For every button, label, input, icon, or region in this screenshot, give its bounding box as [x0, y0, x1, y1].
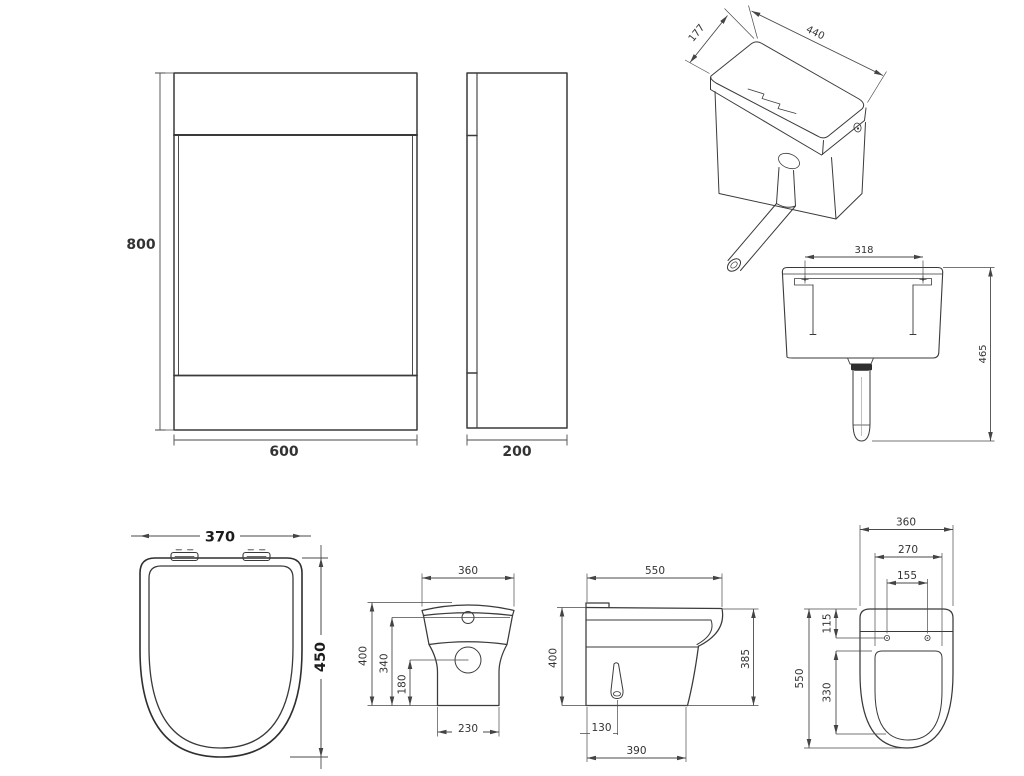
dim-pan-side-base-label: 390: [626, 745, 646, 757]
dim-cistern-width-label: 440: [804, 24, 826, 42]
depth-extension-lines: [684, 8, 755, 74]
dim-pan-rear-height-label: 400: [358, 646, 370, 666]
pan-rear-rim: [421, 604, 515, 617]
dim-pan-side-height-label: 400: [548, 648, 560, 668]
dim-pan-plan-bowl-width-label: 270: [898, 544, 918, 556]
height-extension-lines: [872, 267, 995, 442]
width-extension-lines: [859, 525, 954, 606]
outlet-pipe: [852, 370, 871, 442]
seat-inner-outline: [148, 565, 294, 749]
cistern-inner-rim: [794, 278, 932, 286]
seat-plan-view: 370 450: [131, 528, 329, 769]
cistern-3d-view: 177 440: [684, 5, 887, 272]
dim-pan-plan-depth-label: 550: [794, 668, 806, 688]
height-extension-lines: [155, 72, 174, 431]
dim-vanity-height-label: 800: [126, 237, 155, 253]
fixing-hole-crosses: [801, 276, 927, 284]
seat-fixing-dot-right: [926, 637, 929, 639]
pan-side-back-tab: [585, 602, 610, 609]
pan-rear-bowl: [422, 614, 514, 646]
flush-pipe: [727, 167, 796, 271]
dim-pan-plan-bowl-length-label: 330: [822, 682, 834, 702]
bowl-outline: [874, 650, 943, 741]
pan-plan-view: 360 270 155 550 115 330: [794, 517, 954, 749]
dim-cistern-centres-label: 318: [854, 245, 873, 256]
depth-extension-lines: [290, 557, 328, 758]
depth-dim-line: [689, 15, 728, 63]
height-extension-lines: [557, 607, 759, 706]
cistern-lid-top: [710, 41, 865, 139]
pan-plan-outline: [859, 608, 954, 749]
dim-pan-plan-width-label: 360: [896, 517, 916, 529]
seat-fixing-hole-left: [884, 635, 891, 642]
depth-extension-lines: [804, 608, 901, 749]
vanity-side-view: 200: [466, 72, 568, 460]
label-backing: [309, 635, 326, 679]
side-inlet-dot: [856, 127, 860, 130]
cistern-front-outline: [781, 266, 944, 359]
centres-extension-lines: [804, 260, 924, 281]
seat-hinge-left: [170, 551, 199, 562]
cistern-lid-band: [710, 77, 867, 156]
width-dim-line: [751, 10, 884, 76]
pan-side-back-and-base: [585, 602, 689, 707]
valve-collar: [847, 357, 874, 365]
depth-extension-lines: [586, 573, 723, 607]
pan-side-view: 550 400 385 130 390: [548, 565, 759, 762]
label-backing: [200, 528, 240, 544]
height-extension-lines: [367, 602, 452, 706]
vanity-side-panel-ticks: [466, 134, 478, 374]
bowl-length-extension-lines: [836, 650, 886, 735]
dim-pan-rear-base-label: 230: [458, 723, 478, 735]
dim-pan-rear-outlet-label: 180: [397, 674, 409, 694]
dim-pan-side-fixing-label: 130: [591, 722, 611, 734]
fixing-offset-marks: [580, 700, 618, 762]
dim-pan-plan-offset-label: 115: [822, 613, 834, 633]
dim-cistern-depth-label: 177: [687, 23, 708, 45]
dim-pan-plan-centres-label: 155: [897, 570, 917, 582]
cistern-front-view: 318 465: [781, 245, 995, 442]
dim-seat-depth-label: 450: [313, 642, 329, 672]
cistern-lid-notch: [747, 88, 797, 114]
dim-vanity-width-label: 600: [269, 444, 298, 460]
dim-pan-side-rim-label: 385: [740, 649, 752, 669]
cistern-body: [714, 91, 866, 220]
fixing-cone: [610, 662, 624, 699]
dim-seat-width-label: 370: [205, 530, 235, 546]
vanity-door-inset-lines: [178, 134, 413, 376]
pan-rear-view: 360 400 340 180 230: [358, 565, 515, 737]
pan-side-top: [585, 606, 724, 647]
dim-end-ticks: [155, 72, 418, 446]
pan-side-pedestal-front: [686, 645, 700, 707]
dim-cistern-height-label: 465: [978, 344, 989, 363]
label-backing: [452, 722, 483, 735]
dim-vanity-depth-label: 200: [502, 444, 531, 460]
dim-pan-rear-width-label: 360: [458, 565, 478, 577]
seat-hinge-right: [242, 551, 271, 562]
flush-hole: [778, 152, 800, 170]
fixing-centres-extension-lines: [886, 579, 928, 634]
seat-fixing-dot-left: [886, 637, 888, 639]
seat-outer-outline: [139, 557, 303, 758]
vanity-side-outline: [466, 72, 568, 429]
pipe-end-cap: [726, 258, 742, 272]
mounting-brackets: [809, 284, 917, 335]
pan-side-rim-line: [585, 619, 713, 645]
side-inlet-hole: [853, 122, 862, 133]
bowl-width-extension-lines: [874, 553, 943, 646]
fixing-cone-opening: [613, 691, 622, 697]
dim-pan-side-depth-label: 550: [645, 565, 665, 577]
dim-pan-rear-inlet-label: 340: [379, 653, 391, 673]
pan-rear-pedestal: [428, 643, 508, 707]
vanity-front-outline: [173, 72, 418, 431]
seat-fixing-hole-right: [924, 635, 931, 642]
vanity-front-view: 800 600: [126, 72, 418, 460]
valve-nut: [851, 364, 872, 371]
pipe-end-opening: [730, 261, 738, 269]
